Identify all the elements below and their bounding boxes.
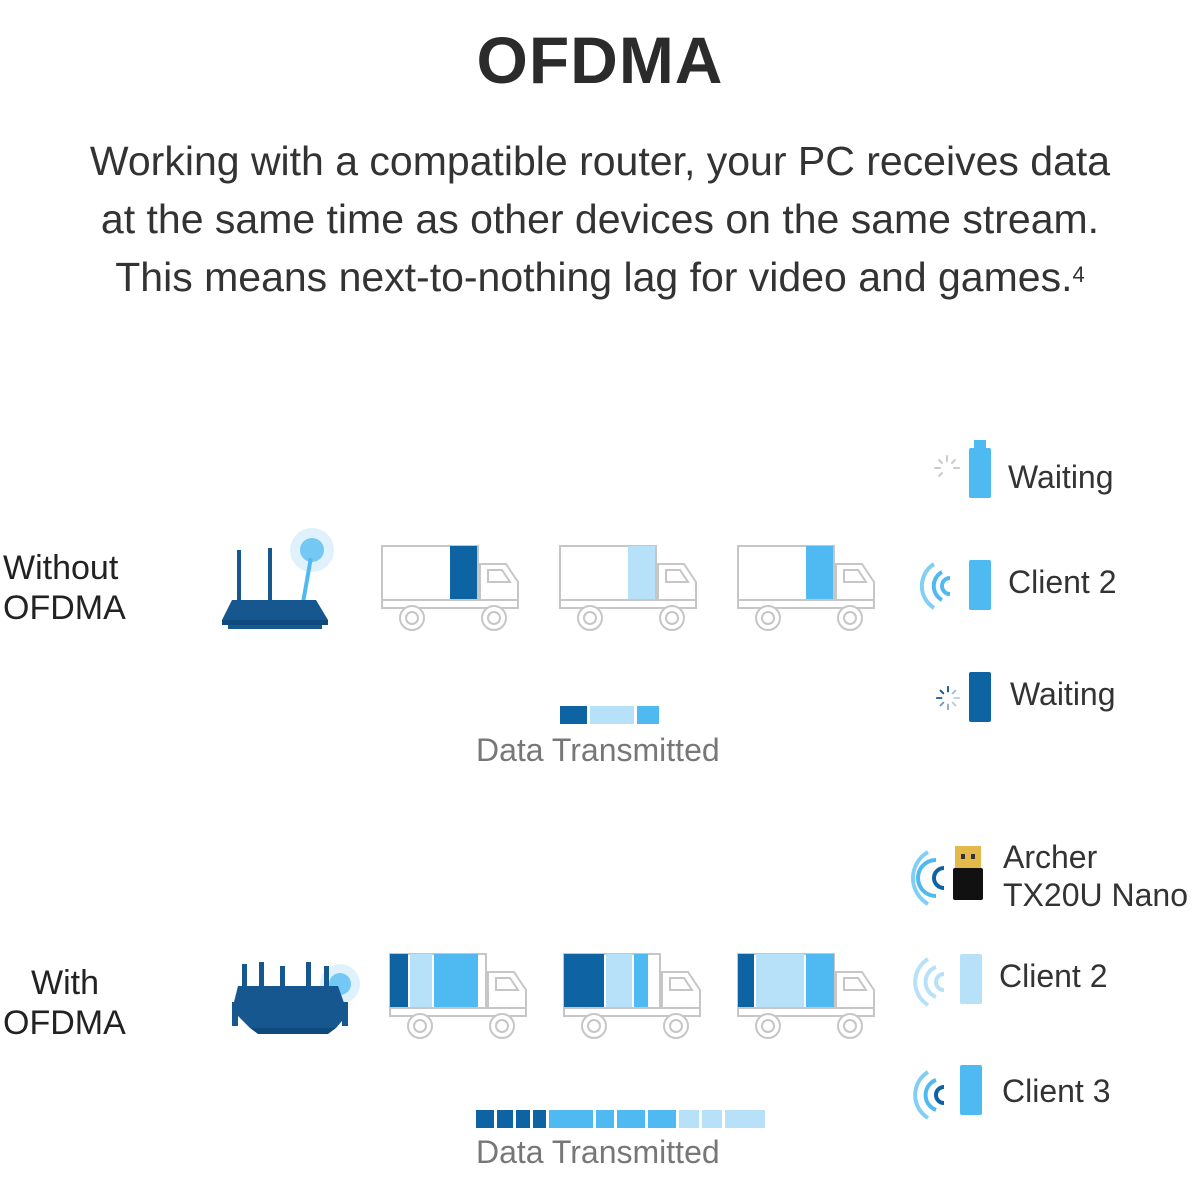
wheel bbox=[837, 1013, 863, 1039]
wifi-signal-icon bbox=[913, 1070, 945, 1120]
description-line-3-text: This means next-to-nothing lag for video… bbox=[115, 254, 1073, 300]
legend-segment bbox=[497, 1110, 513, 1128]
cargo-block bbox=[606, 954, 632, 1008]
wheel bbox=[755, 605, 781, 631]
archer-label-line1: Archer bbox=[1003, 839, 1098, 875]
client-3-status-label: Waiting bbox=[1010, 676, 1116, 712]
truck-icon bbox=[737, 545, 875, 631]
footnote-marker: 4 bbox=[1072, 262, 1085, 287]
wheel bbox=[399, 605, 425, 631]
wheel bbox=[581, 1013, 607, 1039]
with-ofdma-label: With OFDMA bbox=[3, 963, 126, 1043]
client-2-device-icon bbox=[969, 560, 991, 610]
data-transmitted-legend-bar bbox=[476, 1110, 768, 1128]
cargo-block bbox=[390, 954, 408, 1008]
with-client-2-label: Client 2 bbox=[999, 958, 1108, 994]
truck-icon bbox=[389, 953, 527, 1039]
client-3-device-icon bbox=[969, 672, 991, 722]
archer-label-line2: TX20U Nano bbox=[1003, 877, 1188, 913]
wheel bbox=[755, 1013, 781, 1039]
legend-segment bbox=[590, 706, 634, 724]
wheel bbox=[481, 605, 507, 631]
client-2-label: Client 2 bbox=[1008, 564, 1117, 600]
wifi-signal-icon bbox=[919, 562, 951, 610]
truck-icon bbox=[737, 953, 875, 1039]
description-line-2: at the same time as other devices on the… bbox=[100, 196, 1100, 242]
wheel bbox=[663, 1013, 689, 1039]
client-3-device-icon bbox=[960, 1065, 982, 1115]
with-label-line2: OFDMA bbox=[3, 1004, 126, 1042]
wheel bbox=[577, 605, 603, 631]
data-transmitted-label: Data Transmitted bbox=[476, 1134, 720, 1170]
wifi-signal-icon bbox=[910, 850, 945, 906]
router-icon bbox=[222, 528, 334, 629]
cargo-block bbox=[410, 954, 432, 1008]
description: Working with a compatible router, your P… bbox=[0, 132, 1200, 306]
truck-icon bbox=[563, 953, 701, 1039]
cargo-block bbox=[806, 546, 833, 600]
description-line-1: Working with a compatible router, your P… bbox=[89, 138, 1111, 184]
legend-segment bbox=[617, 1110, 645, 1128]
wheel bbox=[489, 1013, 515, 1039]
legend-segment bbox=[516, 1110, 530, 1128]
description-line-3: This means next-to-nothing lag for video… bbox=[0, 248, 1200, 306]
legend-segment bbox=[560, 706, 587, 724]
legend-segment bbox=[533, 1110, 546, 1128]
client-2-device-icon bbox=[960, 954, 982, 1004]
client-1-status-label: Waiting bbox=[1008, 459, 1114, 495]
wheel bbox=[837, 605, 863, 631]
without-label-line2: OFDMA bbox=[3, 589, 126, 627]
cargo-block bbox=[738, 954, 754, 1008]
usb-adapter-icon bbox=[953, 846, 983, 900]
cargo-block bbox=[806, 954, 834, 1008]
cargo-block bbox=[434, 954, 478, 1008]
with-label-line1: With bbox=[31, 964, 99, 1002]
without-label-line1: Without bbox=[3, 549, 119, 587]
wifi-signal-icon bbox=[913, 957, 945, 1007]
legend-segment bbox=[549, 1110, 593, 1128]
truck-icon bbox=[381, 545, 519, 631]
archer-tx20u-nano-label: Archer TX20U Nano bbox=[1003, 838, 1188, 914]
data-transmitted-legend-bar bbox=[560, 706, 662, 724]
loading-spinner-icon bbox=[935, 685, 961, 711]
wheel bbox=[407, 1013, 433, 1039]
legend-segment bbox=[476, 1110, 494, 1128]
legend-segment bbox=[596, 1110, 614, 1128]
client-1-device-icon bbox=[969, 440, 991, 498]
trucks-with-ofdma bbox=[389, 953, 875, 1039]
legend-segment bbox=[702, 1110, 722, 1128]
router-icon bbox=[232, 962, 360, 1034]
with-client-3-label: Client 3 bbox=[1002, 1073, 1111, 1109]
without-ofdma-label: Without OFDMA bbox=[3, 548, 126, 628]
legend-segment bbox=[679, 1110, 699, 1128]
legend-segment bbox=[648, 1110, 676, 1128]
truck-icon bbox=[559, 545, 697, 631]
data-transmitted-label: Data Transmitted bbox=[476, 732, 720, 768]
cargo-block bbox=[450, 546, 477, 600]
cargo-block bbox=[634, 954, 648, 1008]
legend-segment bbox=[725, 1110, 765, 1128]
loading-spinner-icon bbox=[934, 455, 960, 477]
page-title: OFDMA bbox=[476, 23, 724, 97]
trucks-without-ofdma bbox=[381, 545, 875, 631]
cargo-block bbox=[628, 546, 655, 600]
cargo-block bbox=[756, 954, 804, 1008]
legend-segment bbox=[637, 706, 659, 724]
wheel bbox=[659, 605, 685, 631]
cargo-block bbox=[564, 954, 604, 1008]
